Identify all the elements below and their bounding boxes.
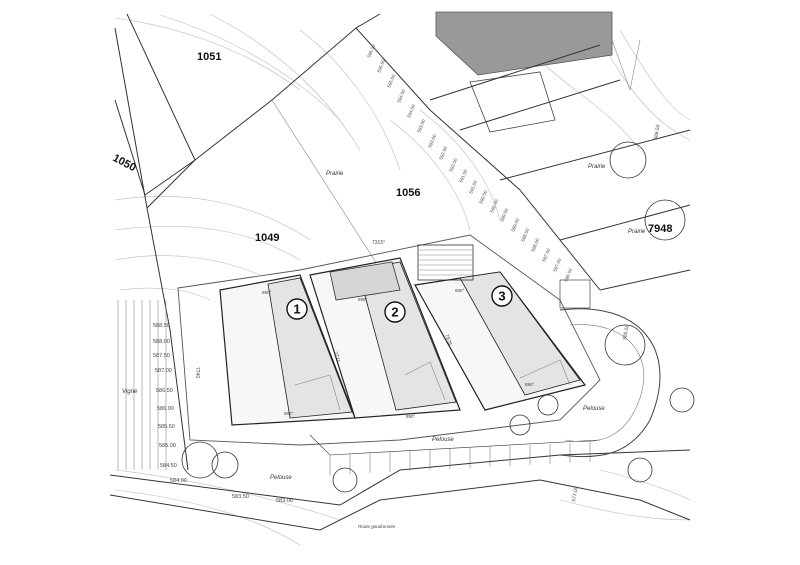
svg-text:588.50: 588.50	[520, 227, 530, 242]
level-right-3: 577.00	[571, 486, 580, 502]
svg-text:588.00: 588.00	[153, 339, 170, 345]
dim-7771: 7771	[332, 351, 341, 364]
svg-text:584.50: 584.50	[160, 463, 177, 469]
dim-890-d: 890°	[284, 411, 294, 416]
svg-text:2: 2	[391, 305, 398, 320]
label-prairie-3: Prairie	[628, 229, 646, 235]
label-pelouse-2: Pelouse	[432, 437, 454, 443]
svg-text:1: 1	[293, 302, 300, 317]
svg-text:590.50: 590.50	[478, 189, 488, 204]
existing-building	[435, 11, 613, 76]
level-right-2: 585.50	[622, 324, 631, 340]
svg-text:587.50: 587.50	[153, 353, 170, 359]
svg-text:586.00: 586.00	[157, 406, 174, 412]
parcel-1056: 1056	[396, 187, 420, 199]
svg-text:587.50: 587.50	[541, 247, 551, 262]
building-marker-3: 3	[491, 285, 513, 307]
levels-diagonal: 596.00 595.50 595.00 594.50 594.00 593.5…	[366, 43, 573, 282]
svg-text:588.50: 588.50	[153, 323, 170, 329]
svg-text:587.00: 587.00	[155, 368, 172, 374]
existing-building-annex	[469, 71, 556, 133]
svg-text:589.50: 589.50	[499, 207, 509, 222]
driveway	[559, 308, 661, 458]
staircases	[309, 244, 601, 475]
svg-text:593.00: 593.00	[427, 133, 437, 148]
dim-890-e: 890°	[406, 414, 416, 419]
dim-7740: 7740	[194, 367, 200, 378]
svg-text:587.00: 587.00	[552, 257, 562, 272]
label-prairie-1: Prairie	[326, 171, 344, 177]
terrace-outline	[177, 234, 601, 446]
dim-890-b: 890°	[358, 297, 368, 302]
building-marker-1: 1	[286, 298, 308, 320]
label-route: Route goudronnée	[358, 524, 396, 529]
parcel-1049: 1049	[255, 232, 279, 244]
svg-text:592.00: 592.00	[448, 157, 458, 172]
svg-text:594.00: 594.00	[406, 103, 416, 118]
svg-text:591.50: 591.50	[458, 168, 468, 183]
level-bottom-1: 583.50	[232, 494, 249, 500]
svg-text:586.50: 586.50	[156, 388, 173, 394]
label-vigne: Vigne	[122, 389, 138, 395]
dim-7978: 7978	[443, 334, 453, 347]
svg-text:593.50: 593.50	[416, 118, 426, 133]
svg-text:585.00: 585.00	[159, 443, 176, 449]
svg-text:590.00: 590.00	[489, 198, 499, 213]
label-pelouse-3: Pelouse	[583, 406, 605, 412]
trees	[181, 141, 695, 493]
building-marker-2: 2	[384, 301, 406, 323]
building-3	[414, 271, 587, 411]
vineyard	[117, 300, 167, 470]
svg-text:589.00: 589.00	[510, 217, 520, 232]
svg-text:588.00: 588.00	[530, 237, 540, 252]
svg-text:3: 3	[498, 289, 505, 304]
svg-text:592.50: 592.50	[438, 145, 448, 160]
parcel-7948: 7948	[648, 223, 672, 235]
svg-text:595.50: 595.50	[376, 58, 386, 73]
level-right-1: 586.50	[653, 124, 662, 140]
parcel-1050: 1050	[111, 152, 138, 174]
building-2	[309, 257, 461, 419]
level-bottom-2: 583.00	[276, 498, 293, 504]
label-pelouse-1: Pelouse	[270, 475, 292, 481]
dim-890-c: 890°	[455, 288, 465, 293]
parcel-1051: 1051	[197, 51, 221, 63]
svg-text:594.50: 594.50	[396, 88, 406, 103]
svg-text:591.00: 591.00	[468, 179, 478, 194]
dim-890-f: 890°	[525, 382, 535, 387]
svg-text:584.00: 584.00	[170, 478, 187, 484]
dim-890-a: 890°	[262, 290, 272, 295]
svg-text:585.50: 585.50	[158, 424, 175, 430]
dim-7315: 7315°	[372, 240, 385, 246]
label-prairie-2: Prairie	[588, 164, 606, 170]
levels-left: 588.50 588.00 587.50 587.00 586.50 586.0…	[153, 323, 187, 484]
svg-text:595.00: 595.00	[386, 73, 396, 88]
svg-text:596.00: 596.00	[366, 43, 376, 58]
svg-text:586.50: 586.50	[563, 267, 573, 282]
